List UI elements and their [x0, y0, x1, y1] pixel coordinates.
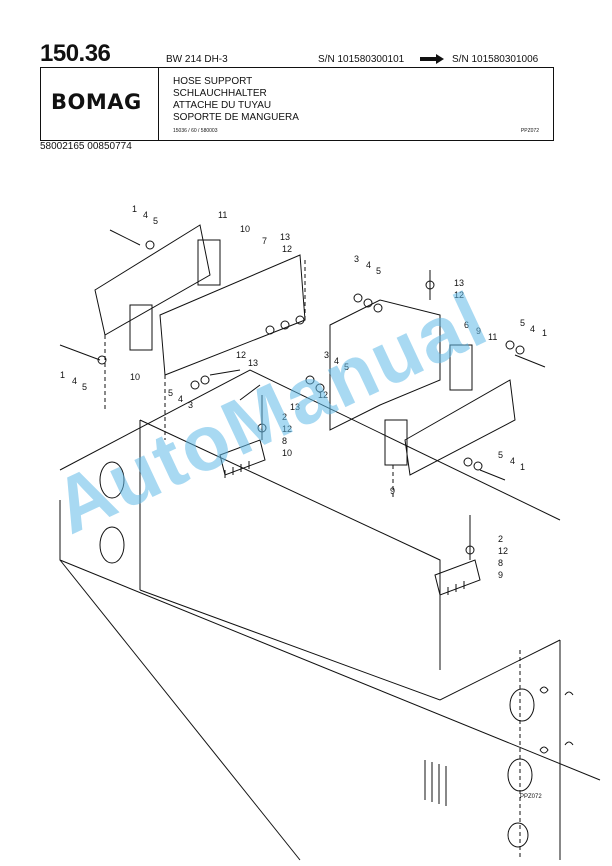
- callout-4: 4: [143, 210, 148, 220]
- callout-2: 2: [282, 412, 287, 422]
- callout-11: 11: [218, 210, 227, 220]
- title-fr: ATTACHE DU TUYAU: [173, 100, 272, 111]
- logo-cell: BOMAG: [41, 68, 159, 140]
- serial-from: S/N 101580300101: [318, 54, 405, 65]
- figure-code: PPZ072: [520, 128, 539, 134]
- callout-5f: 5: [344, 362, 349, 372]
- callout-3c: 3: [324, 350, 329, 360]
- title-es: SOPORTE DE MANGUERA: [173, 112, 299, 123]
- callout-4e: 4: [178, 394, 183, 404]
- serial-to: S/N 101580301006: [452, 54, 539, 65]
- frame-outline: [59, 369, 601, 861]
- callout-5d: 5: [82, 382, 87, 392]
- callout-9b: 9: [390, 486, 395, 496]
- machine-model: BW 214 DH-3: [166, 54, 228, 65]
- callout-12b: 12: [454, 290, 464, 300]
- bomag-logo: BOMAG: [51, 90, 142, 114]
- callout-12d: 12: [318, 390, 328, 400]
- callout-13b: 13: [454, 278, 464, 288]
- callout-2b: 2: [498, 534, 503, 544]
- callout-3b: 3: [188, 400, 193, 410]
- callout-4d: 4: [72, 376, 77, 386]
- title-de: SCHLAUCHHALTER: [173, 88, 267, 99]
- callout-5b: 5: [376, 266, 381, 276]
- callout-12c: 12: [236, 350, 246, 360]
- callout-7: 7: [262, 236, 267, 246]
- callout-9c: 9: [498, 570, 503, 580]
- callout-5g: 5: [498, 450, 503, 460]
- callout-4g: 4: [510, 456, 515, 466]
- callout-1b: 1: [542, 328, 547, 338]
- callout-8b: 8: [498, 558, 503, 568]
- callout-12e: 12: [282, 424, 292, 434]
- callout-4c: 4: [530, 324, 535, 334]
- callout-8: 8: [282, 436, 287, 446]
- callout-10b: 10: [130, 372, 140, 382]
- callout-10c: 10: [282, 448, 292, 458]
- title-list: HOSE SUPPORT SCHLAUCHHALTER ATTACHE DU T…: [173, 76, 299, 124]
- callout-1c: 1: [60, 370, 65, 380]
- callout-5c: 5: [520, 318, 525, 328]
- callout-labels: 1 4 5 11 10 7 13 12 3 4 5 13 12 6 9 11 5…: [60, 204, 547, 800]
- title-en: HOSE SUPPORT: [173, 76, 253, 87]
- drawing-reference: 15036 / 60 / 580003: [173, 128, 218, 134]
- callout-4f: 4: [334, 356, 339, 366]
- part-numbers: 58002165 00850774: [40, 141, 132, 152]
- callout-13c: 13: [248, 358, 258, 368]
- callout-5: 5: [153, 216, 158, 226]
- callout-4b: 4: [366, 260, 371, 270]
- callout-12: 12: [282, 244, 292, 254]
- callout-9: 9: [476, 326, 481, 336]
- callout-5e: 5: [168, 388, 173, 398]
- footer-ref: PPZ072: [520, 794, 542, 800]
- callout-6: 6: [464, 320, 469, 330]
- page-number: 150.36: [40, 40, 111, 67]
- callout-13d: 13: [290, 402, 300, 412]
- callout-11b: 11: [488, 332, 497, 342]
- callout-10: 10: [240, 224, 250, 234]
- arrow-right-icon: [420, 54, 444, 64]
- callout-3: 3: [354, 254, 359, 264]
- callout-12f: 12: [498, 546, 508, 556]
- callout-13: 13: [280, 232, 290, 242]
- callout-1: 1: [132, 204, 137, 214]
- clamp-assembly-right: [304, 260, 546, 598]
- title-block: BOMAG HOSE SUPPORT SCHLAUCHHALTER ATTACH…: [40, 67, 554, 141]
- callout-1d: 1: [520, 462, 525, 472]
